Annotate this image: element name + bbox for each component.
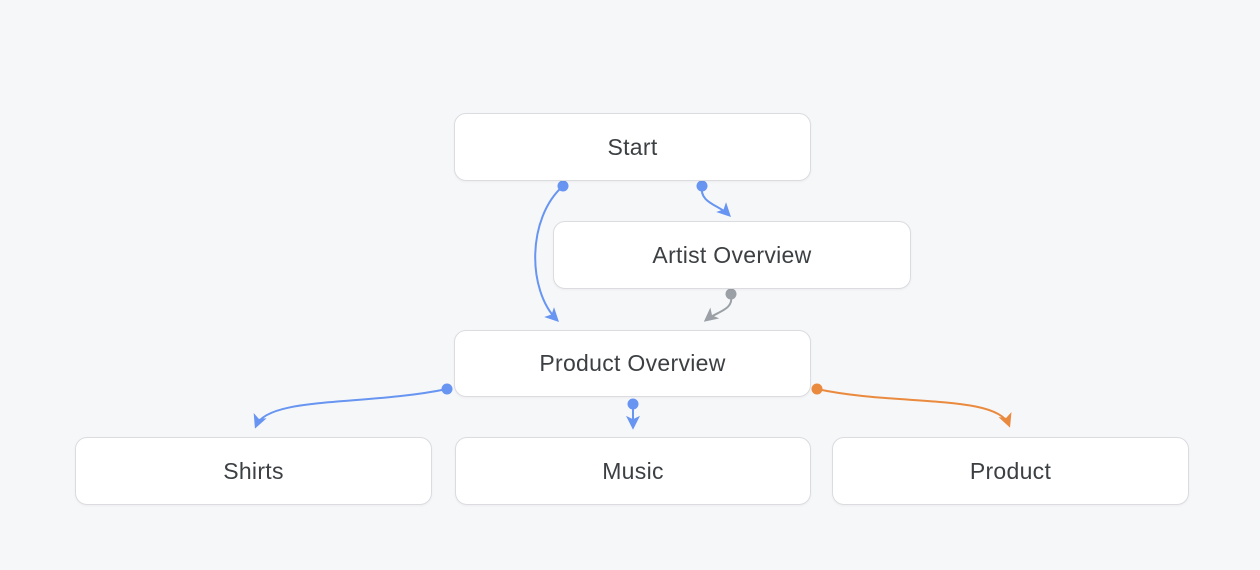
node-start-label: Start <box>607 133 658 160</box>
node-product-label: Product <box>969 457 1052 484</box>
edge-source-dot <box>557 180 569 192</box>
edge-start-to-artist-overview <box>696 180 731 217</box>
edge-path <box>703 295 733 322</box>
edge-source-dot <box>441 383 453 395</box>
node-artist-overview-label: Artist Overview <box>652 241 812 268</box>
node-shirts[interactable]: Shirts <box>75 437 432 505</box>
edge-source-dot <box>696 180 708 192</box>
node-artist-overview[interactable]: Artist Overview <box>553 221 911 289</box>
node-music-label: Music <box>602 457 664 484</box>
edge-product-overview-to-product <box>811 383 1012 428</box>
node-product-overview-label: Product Overview <box>539 350 726 376</box>
edge-artist-overview-to-product-overview <box>703 288 737 322</box>
edge-path <box>253 388 448 429</box>
node-music[interactable]: Music <box>455 437 811 505</box>
node-start[interactable]: Start <box>454 113 811 181</box>
edge-product-overview-to-shirts <box>253 383 453 429</box>
edge-path <box>816 388 1012 428</box>
node-product[interactable]: Product <box>832 437 1189 505</box>
edge-path <box>700 185 731 217</box>
node-product-overview[interactable]: Product Overview <box>454 330 811 397</box>
edge-product-overview-to-music <box>626 398 640 430</box>
edge-source-dot <box>811 383 823 395</box>
node-shirts-label: Shirts <box>223 457 284 484</box>
edge-source-dot <box>725 288 737 300</box>
edge-source-dot <box>627 398 639 410</box>
